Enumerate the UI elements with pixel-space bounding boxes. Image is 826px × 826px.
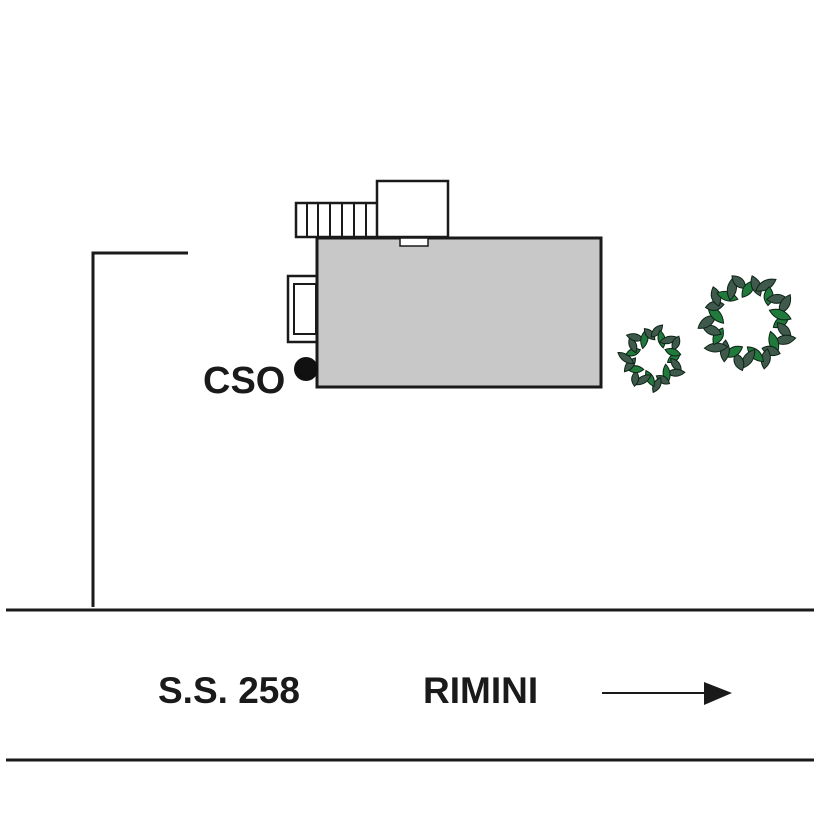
tree-small-icon: [617, 324, 686, 394]
road-label: S.S. 258: [158, 670, 300, 711]
door-notch: [399, 237, 429, 247]
annex-structure: [375, 179, 450, 239]
direction-label: RIMINI: [423, 670, 539, 711]
cso-label: CSO: [203, 360, 286, 402]
direction-arrow-icon: [602, 682, 732, 705]
cso-marker-icon: [294, 357, 318, 381]
boundary-line: [91, 251, 188, 607]
tree-large-icon: [697, 275, 797, 372]
side-entrance: [286, 274, 320, 344]
stairs: [294, 201, 380, 239]
main-building: [315, 236, 603, 389]
